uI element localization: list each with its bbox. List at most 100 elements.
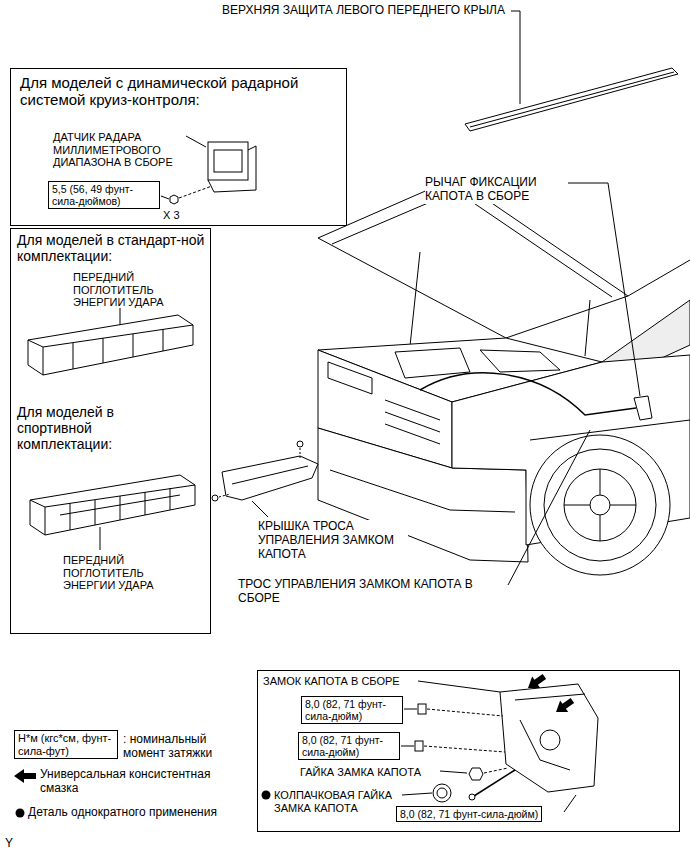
hood-lock: [437, 788, 447, 798]
leader-line: [100, 11, 640, 812]
torque-box: 8,0 (82, 71 фунт-сила-дюйм): [396, 806, 542, 822]
grease-arrow: [524, 671, 548, 694]
legend-entry: Универсальная консистентная смазка: [40, 768, 240, 796]
fender-protector: [465, 68, 678, 131]
torque-value: Н*м (кгс*см, фунт-сила-фут): [18, 732, 114, 757]
cable-cover: [212, 441, 318, 501]
bullet-symbol: [262, 791, 271, 800]
part-name: РЫЧАГ ФИКСАЦИИ КАПОТА В СБОРЕ: [425, 176, 565, 204]
part-name: ЗАМОК КАПОТА В СБОРЕ: [263, 675, 400, 688]
cable-cover: [297, 441, 303, 447]
vehicle: [410, 252, 420, 346]
hood-lock: [415, 684, 598, 802]
legend-text: : номинальный момент затяжки: [123, 732, 212, 760]
vehicle: [395, 348, 470, 378]
part-name: ПЕРЕДНИЙ ПОГЛОТИТЕЛЬ ЭНЕРГИИ УДАРА: [73, 271, 185, 309]
detail-panel: 8,0 (82, 71 фунт-сила-дюйм) 8,0 (82, 71 ф…: [257, 670, 680, 832]
panel-heading: Для моделей в стандарт-ной комплектации:: [17, 232, 205, 264]
leader-line: [252, 501, 268, 517]
figure-code: Y: [5, 837, 13, 851]
torque-box: 8,0 (82, 71 фунт-сила-дюйм): [301, 696, 403, 724]
bullet-symbol: [16, 809, 25, 818]
leader-line: [401, 746, 414, 747]
hood-lock: [424, 746, 505, 752]
hood-lock: [427, 709, 503, 716]
grease-arrow: [14, 769, 36, 783]
quantity: X 3: [163, 209, 180, 222]
part-name: ПЕРЕДНИЙ ПОГЛОТИТЕЛЬ ЭНЕРГИИ УДАРА: [63, 554, 175, 592]
vehicle: [385, 400, 440, 420]
leader-line: [418, 681, 500, 692]
energy-absorber: [28, 315, 193, 375]
part-name: ДАТЧИК РАДАРА МИЛЛИМЕТРОВОГО ДИАПАЗОНА В…: [53, 131, 183, 169]
vehicle: [590, 495, 610, 515]
torque-value: 5,5 (56, 49 фунт-сила-дюймов): [52, 183, 156, 207]
vehicle: [480, 350, 560, 372]
torque-box: 5,5 (56, 49 фунт-сила-дюймов): [48, 181, 160, 209]
energy-absorber: [30, 485, 195, 535]
legend-torque-box: Н*м (кгс*см, фунт-сила-фут): [14, 730, 118, 759]
vehicle: [585, 300, 590, 356]
leader-line: [404, 709, 417, 710]
radar-sensor: [208, 146, 256, 192]
torque-value: 8,0 (82, 71 фунт-сила-дюйм): [305, 698, 399, 722]
panel-heading: Для моделей в спортивной комплектации:: [17, 404, 147, 452]
radar-sensor: [170, 195, 178, 204]
hood-lock: [415, 741, 423, 751]
part-name: ВЕРХНЯЯ ЗАЩИТА ЛЕВОГО ПЕРЕДНЕГО КРЫЛА: [222, 4, 507, 18]
cable-cover: [219, 494, 230, 497]
option-panel: 5,5 (56, 49 фунт-сила-дюймов) Для моделей…: [10, 68, 347, 226]
part-name: КОЛПАЧКОВАЯ ГАЙКА ЗАМКА КАПОТА: [274, 789, 409, 814]
legend-entry: Деталь однократного применения: [28, 806, 217, 820]
fender-protector: [470, 72, 674, 127]
hood-lock: [540, 730, 560, 750]
cable-cover: [300, 448, 301, 458]
part-name: ГАЙКА ЗАМКА КАПОТА: [300, 766, 421, 779]
option-panel: Для моделей в стандарт-ной комплектации:…: [10, 228, 211, 634]
radar-sensor: [214, 150, 242, 172]
hood-lock: [469, 768, 483, 780]
vehicle: [634, 396, 652, 420]
radar-sensor: [170, 142, 256, 204]
leader-line: [511, 11, 520, 104]
hood-lock: [500, 684, 598, 792]
leader-line: [568, 183, 640, 396]
leader-line: [440, 771, 467, 773]
leader-line: [186, 136, 206, 147]
vehicle: [544, 449, 656, 561]
hood-lock: [484, 768, 508, 773]
vehicle: [564, 469, 636, 541]
leader-line: [564, 795, 576, 812]
torque-box: 8,0 (82, 71 фунт-сила-дюйм): [298, 732, 400, 760]
radar-sensor: [179, 186, 212, 198]
vehicle: [332, 191, 612, 297]
hood-lock: [474, 770, 515, 796]
legend-entry: : номинальный момент затяжки: [123, 733, 241, 761]
cable-cover: [222, 456, 318, 500]
torque-value: 8,0 (82, 71 фунт-сила-дюйм): [302, 734, 396, 758]
vehicle: [420, 373, 636, 415]
vehicle: [330, 470, 515, 512]
legend-text: Универсальная консистентная смазка: [40, 767, 210, 795]
torque-value: 8,0 (82, 71 фунт-сила-дюйм): [400, 808, 538, 820]
panel-heading: Для моделей с динамической радарной сист…: [20, 74, 340, 109]
vehicle: [628, 260, 690, 296]
radar-sensor: [208, 142, 248, 180]
energy-absorber: [30, 475, 195, 535]
part-name: КРЫШКА ТРОСА УПРАВЛЕНИЯ ЗАМКОМ КАПОТА: [258, 520, 408, 561]
grease-arrow: [14, 671, 576, 783]
hood-lock: [469, 794, 475, 800]
leader-line: [161, 196, 169, 199]
vehicle: [564, 469, 636, 541]
leader-line: [120, 308, 121, 325]
vehicle: [318, 178, 690, 575]
hood-lock: [418, 704, 426, 714]
leader-line: [508, 430, 590, 585]
cable-cover: [212, 495, 218, 501]
hood-lock: [515, 694, 585, 770]
leader-line: [100, 527, 101, 550]
cable-cover: [232, 466, 308, 484]
